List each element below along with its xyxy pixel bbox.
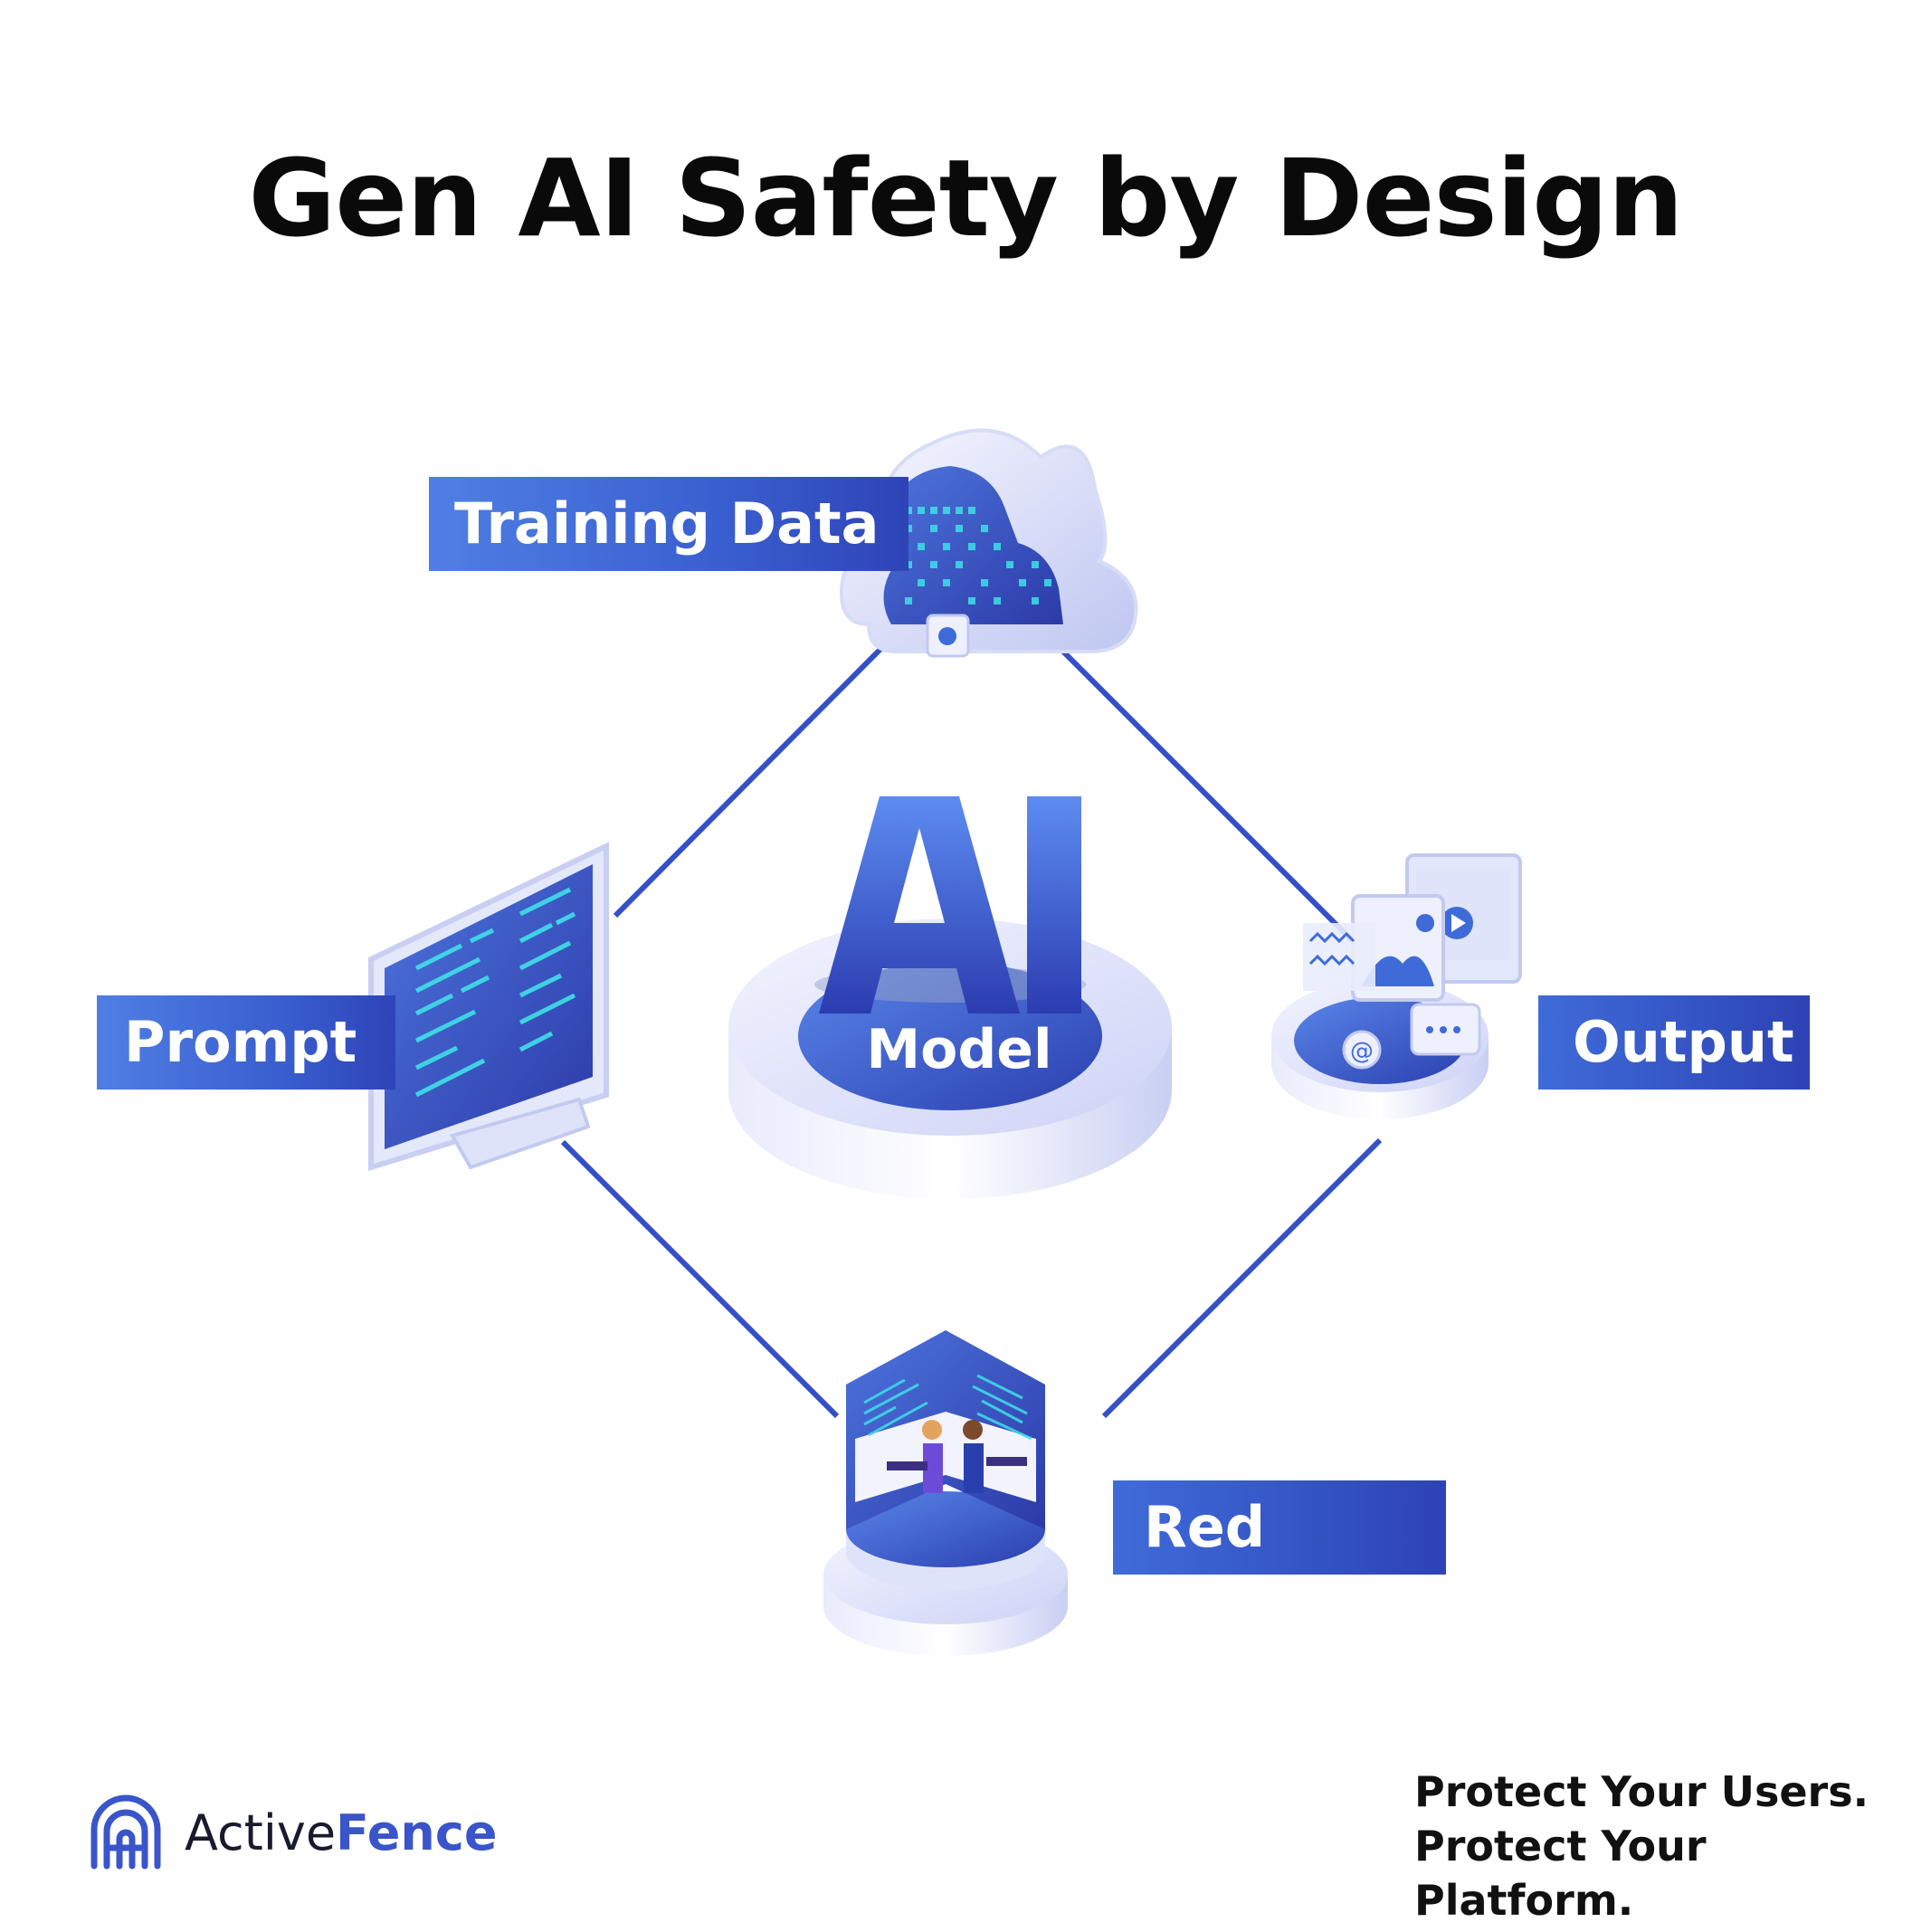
node-label-training-data: Training Data — [429, 477, 908, 571]
monitor-icon — [368, 842, 609, 1172]
tagline: Protect Your Users. Protect Your Platfor… — [1414, 1765, 1931, 1927]
svg-text:@: @ — [1350, 1038, 1374, 1065]
red-team-room-icon — [823, 1330, 1068, 1656]
activefence-logo: ActiveFence — [87, 1794, 497, 1870]
activefence-logo-icon — [90, 1794, 161, 1870]
connector-lines — [560, 595, 1383, 1419]
media-output-icon: @ — [1271, 853, 1522, 1119]
line-training-output — [1061, 649, 1356, 944]
line-output-redteam — [1101, 1137, 1383, 1419]
ai-letters — [819, 796, 1081, 1014]
brand-part-2: Fence — [336, 1804, 498, 1861]
node-label-red-team: Red Team — [1113, 1480, 1446, 1654]
tagline-line-2: Protect Your Platform. — [1414, 1822, 1707, 1925]
line-redteam-prompt — [560, 1139, 840, 1419]
brand-part-1: Active — [185, 1804, 337, 1861]
tagline-line-1: Protect Your Users. — [1414, 1767, 1869, 1816]
line-prompt-training — [613, 595, 935, 918]
cloud-icon — [839, 428, 1138, 658]
node-label-output: Output — [1538, 995, 1810, 1090]
node-label-prompt: Prompt — [97, 995, 395, 1090]
node-label-model: Model — [866, 1018, 1052, 1081]
page-title: Gen AI Safety by Design — [248, 136, 1683, 261]
brand-name: ActiveFence — [185, 1804, 497, 1861]
